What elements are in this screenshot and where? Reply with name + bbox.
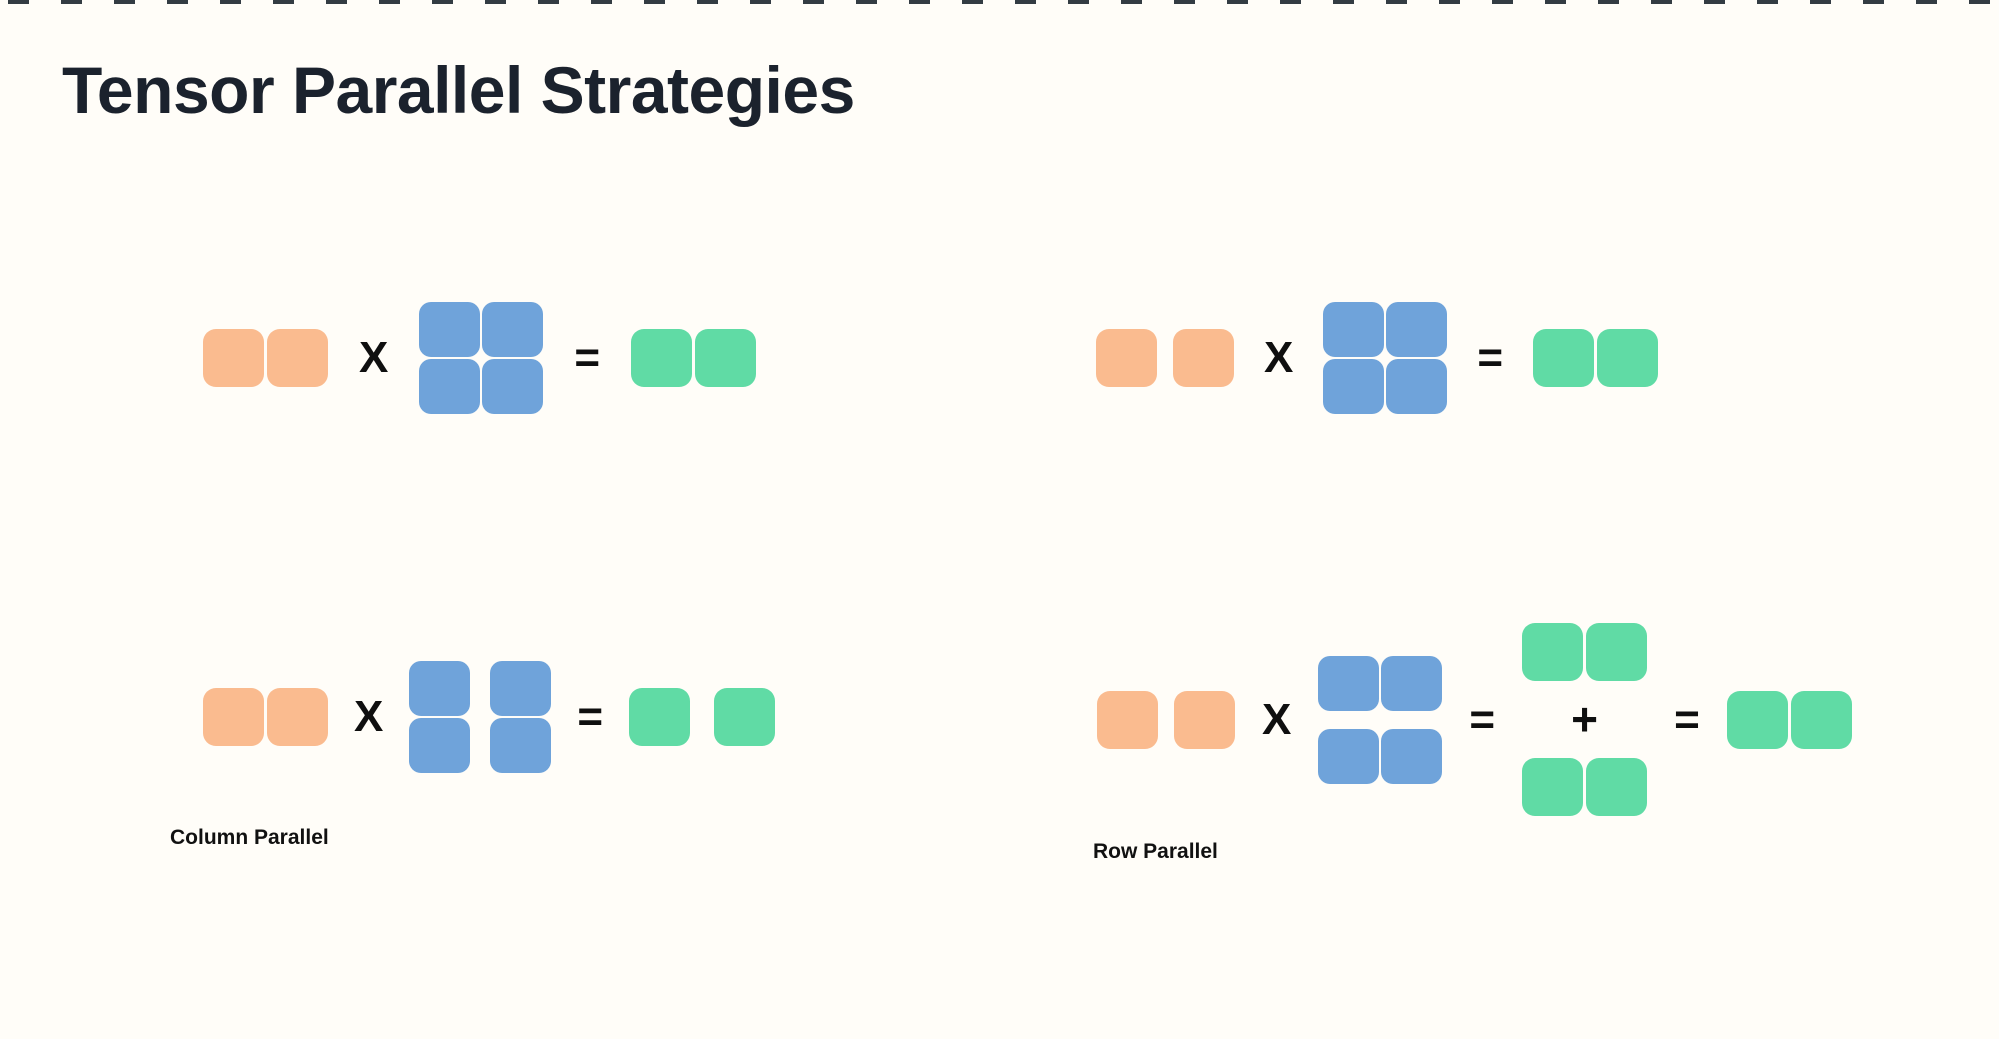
partial-output-top bbox=[1522, 623, 1648, 681]
weight-block bbox=[1386, 358, 1448, 414]
multiply-operator: X bbox=[359, 332, 389, 382]
equals-operator: = bbox=[1469, 694, 1496, 744]
weight-block bbox=[409, 661, 471, 716]
weight-block bbox=[1386, 301, 1448, 357]
output-matrix-c bbox=[1533, 328, 1659, 387]
page-title: Tensor Parallel Strategies bbox=[62, 53, 855, 127]
weight-block bbox=[490, 718, 552, 773]
weight-block bbox=[419, 358, 481, 414]
output-block bbox=[1522, 623, 1584, 681]
activation-block bbox=[267, 328, 328, 387]
column-parallel-label: Column Parallel bbox=[170, 826, 329, 849]
output-block bbox=[629, 688, 691, 746]
activation-block bbox=[1174, 690, 1235, 749]
weight-block bbox=[1381, 728, 1443, 784]
top-dashed-border bbox=[0, 0, 1999, 4]
diagram-column-parallel: X = bbox=[203, 660, 776, 774]
plus-operator: + bbox=[1571, 693, 1598, 745]
weight-block bbox=[409, 718, 471, 773]
output-block bbox=[714, 688, 776, 746]
output-block bbox=[1522, 758, 1584, 816]
activation-block bbox=[203, 328, 264, 387]
output-block bbox=[1586, 758, 1648, 816]
equals-operator: = bbox=[1674, 694, 1700, 744]
activation-block bbox=[1096, 328, 1157, 387]
multiply-operator: X bbox=[1262, 694, 1292, 744]
equals-operator: = bbox=[574, 332, 601, 382]
weight-matrix-b-row-split bbox=[1318, 655, 1443, 784]
row-parallel-label: Row Parallel bbox=[1093, 840, 1218, 863]
equals-operator: = bbox=[577, 692, 604, 741]
output-block bbox=[1586, 623, 1648, 681]
multiply-operator: X bbox=[354, 692, 384, 741]
output-block bbox=[1533, 328, 1595, 387]
input-matrix-a bbox=[1097, 690, 1235, 749]
weight-block bbox=[482, 301, 544, 357]
output-block bbox=[1726, 690, 1788, 749]
input-matrix-a bbox=[203, 328, 328, 387]
weight-block bbox=[1323, 301, 1385, 357]
weight-block bbox=[482, 358, 544, 414]
output-block bbox=[1790, 690, 1852, 749]
activation-block bbox=[267, 688, 328, 746]
output-matrix-c-split bbox=[629, 688, 776, 746]
output-matrix-c bbox=[1726, 690, 1852, 749]
partial-sum-stack: + bbox=[1522, 623, 1648, 816]
output-matrix-c bbox=[631, 328, 757, 387]
activation-block bbox=[203, 688, 264, 746]
weight-matrix-b bbox=[1323, 301, 1448, 414]
multiply-operator: X bbox=[1264, 332, 1294, 382]
activation-block bbox=[1097, 690, 1158, 749]
weight-block bbox=[1318, 728, 1380, 784]
weight-block bbox=[1318, 655, 1380, 711]
weight-block bbox=[419, 301, 481, 357]
output-block bbox=[695, 328, 757, 387]
diagram-baseline-right: X = bbox=[1096, 301, 1659, 414]
weight-matrix-b-column-split bbox=[409, 661, 552, 773]
output-block bbox=[631, 328, 693, 387]
weight-block bbox=[1323, 358, 1385, 414]
input-matrix-a bbox=[203, 688, 328, 746]
partial-output-bottom bbox=[1522, 758, 1648, 816]
diagram-row-parallel: X = + = bbox=[1097, 623, 1852, 816]
weight-block bbox=[1381, 655, 1443, 711]
output-block bbox=[1597, 328, 1659, 387]
weight-matrix-b bbox=[419, 301, 544, 414]
input-matrix-a bbox=[1096, 328, 1234, 387]
weight-block bbox=[490, 661, 552, 716]
activation-block bbox=[1173, 328, 1234, 387]
equals-operator: = bbox=[1477, 332, 1504, 382]
diagram-baseline-left: X = bbox=[203, 301, 757, 414]
